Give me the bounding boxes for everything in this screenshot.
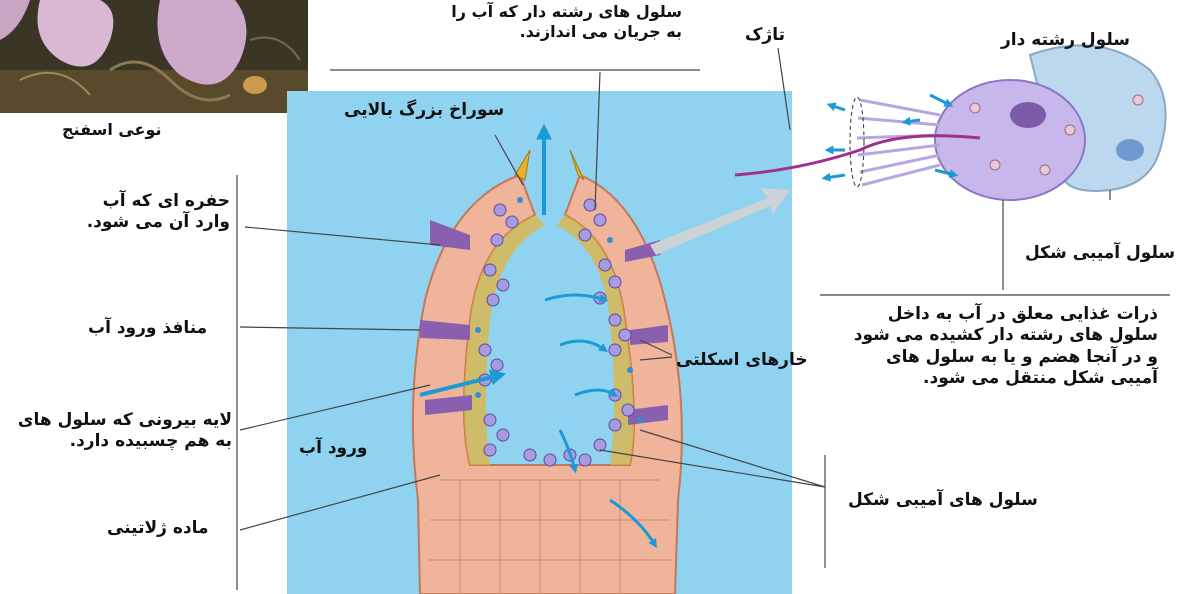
- label-outer-layer: لایه بیرونی که سلول های به هم چسبیده دار…: [4, 410, 232, 453]
- label-gelatinous: ماده ژلاتینی: [107, 518, 209, 539]
- zoom-pointer-arrow: [650, 188, 790, 255]
- label-top-opening: سوراخ بزرگ بالایی: [344, 100, 504, 121]
- label-flagellum: تاژک: [745, 25, 785, 46]
- label-flagellated-cell: سلول رشته دار: [1001, 30, 1130, 51]
- label-chamber: حفره ای که آب وارد آن می شود.: [78, 191, 230, 234]
- label-food-particles: ذرات غذایی معلق در آب به داخل سلول های ر…: [840, 304, 1158, 389]
- label-spicules: خارهای اسکلتی: [676, 350, 808, 371]
- label-amoeboid-cells: سلول های آمیبی شکل: [848, 490, 1038, 511]
- label-pores: منافذ ورود آب: [88, 318, 207, 339]
- collar-cell-enlarged: [735, 45, 1166, 200]
- label-amoeboid-cell: سلول آمیبی شکل: [1025, 243, 1175, 264]
- label-flagellated-cells-move-water: سلول های رشته دار که آب را به جریان می ا…: [432, 2, 682, 42]
- label-water-entry: ورود آب: [299, 438, 367, 459]
